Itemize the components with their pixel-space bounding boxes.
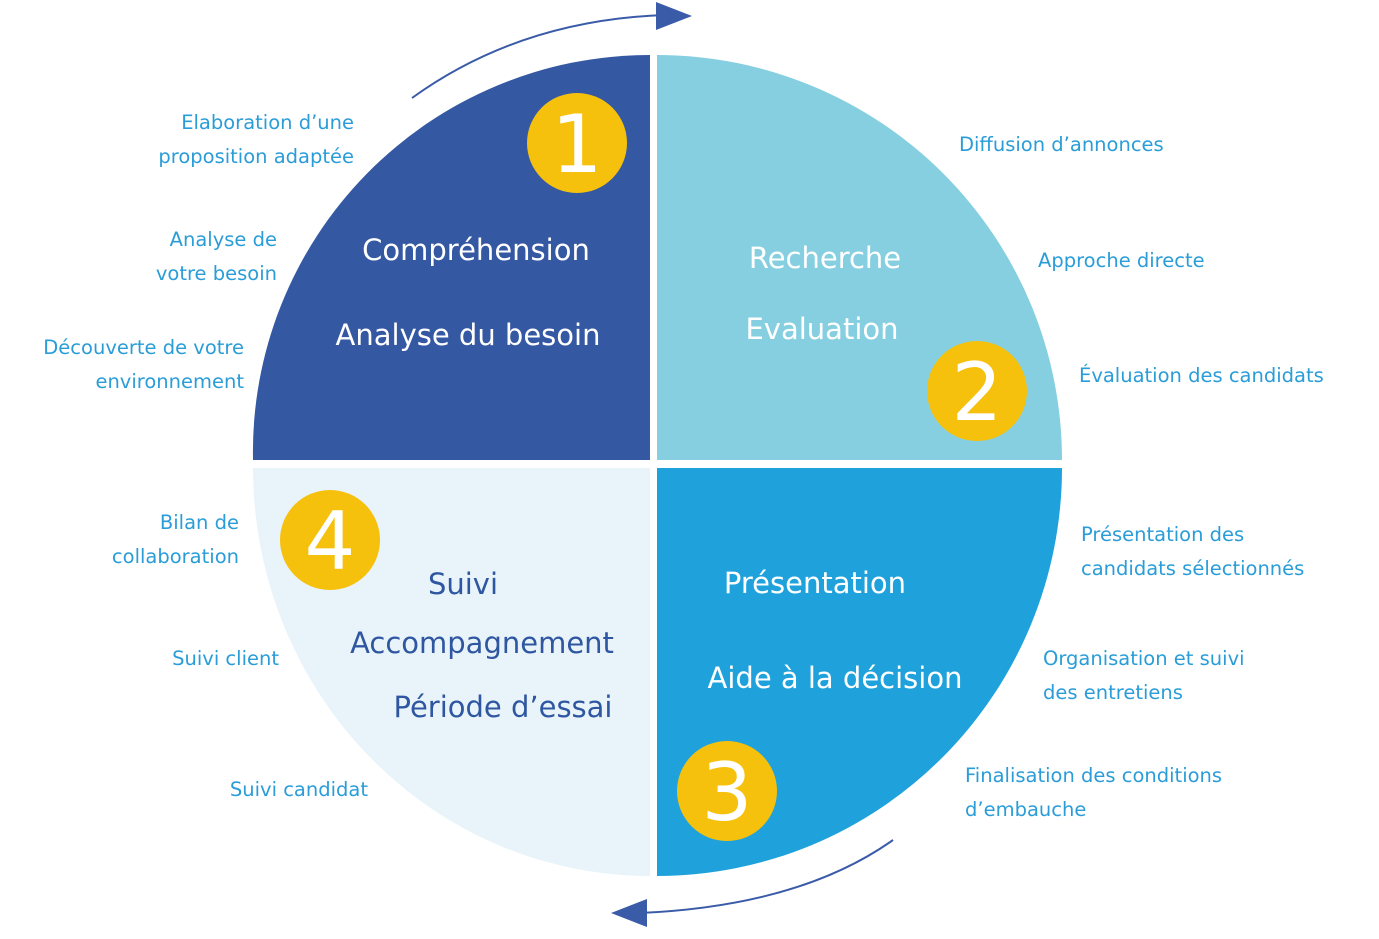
q1-title: Compréhension [362, 233, 590, 267]
arrowhead-bottom-icon [611, 899, 647, 927]
step-number-3: 3 [702, 746, 753, 839]
side-label-suivi-candidat: Suivi candidat [229, 778, 368, 801]
side-label-elaboration: Elaboration d’une proposition adaptée [158, 111, 354, 168]
step-number-4: 4 [305, 495, 356, 588]
step-badge-1: 1 [527, 93, 627, 193]
q4-subtitle: Accompagnement [350, 626, 614, 660]
step-badge-2: 2 [927, 341, 1027, 441]
q2-title: Recherche [749, 241, 901, 275]
side-label-finalisation: Finalisation des conditions d’embauche [965, 764, 1223, 821]
arrowhead-top-icon [656, 2, 692, 30]
side-label-approche: Approche directe [1038, 249, 1205, 272]
side-label-organisation: Organisation et suivi des entretiens [1043, 647, 1245, 704]
side-label-suivi-client: Suivi client [172, 647, 279, 670]
side-label-bilan: Bilan de collaboration [111, 511, 239, 568]
cycle-arrow-top [411, 14, 666, 99]
side-label-analyse: Analyse de votre besoin [155, 228, 277, 285]
side-label-evaluation: Évaluation des candidats [1079, 364, 1324, 387]
q1-subtitle: Analyse du besoin [336, 318, 601, 352]
step-badge-3: 3 [677, 741, 777, 841]
q4-subtitle-2: Période d’essai [393, 690, 612, 724]
q2-subtitle: Evaluation [745, 312, 898, 346]
q4-title: Suivi [428, 567, 498, 601]
step-badge-4: 4 [280, 490, 380, 590]
side-label-presentation: Présentation des candidats sélectionnés [1081, 523, 1305, 580]
side-label-decouverte: Découverte de votre environnement [43, 336, 244, 393]
step-number-1: 1 [552, 98, 603, 191]
cycle-arrow-bottom [639, 839, 894, 914]
side-label-diffusion: Diffusion d’annonces [959, 133, 1164, 156]
step-number-2: 2 [952, 346, 1003, 439]
q3-title: Présentation [724, 566, 906, 600]
q3-subtitle: Aide à la décision [708, 661, 963, 695]
